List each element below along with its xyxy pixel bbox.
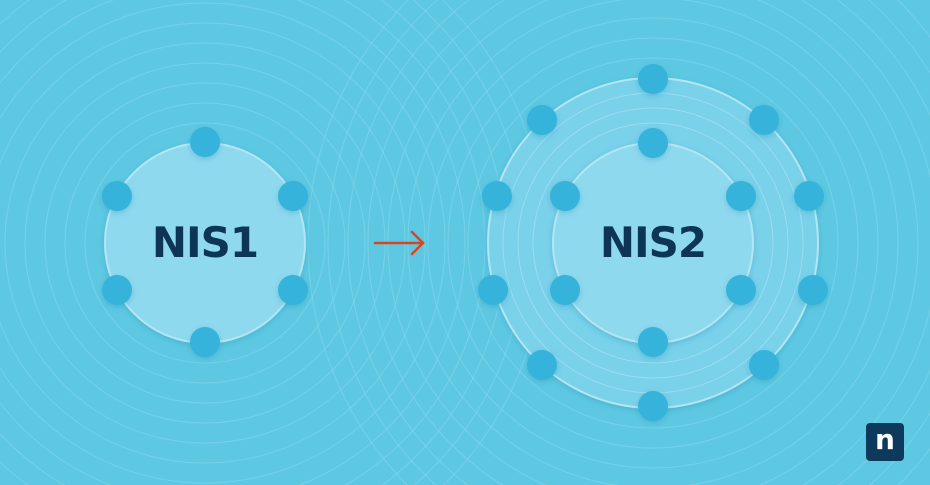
ninjaone-logo-icon: n <box>866 423 904 461</box>
nis2-label: NIS2 <box>599 218 707 267</box>
nis2-diagram <box>478 64 828 421</box>
nis1-diagram <box>102 127 308 357</box>
arrow-right-icon <box>373 230 425 256</box>
nis1-label: NIS1 <box>151 218 259 267</box>
